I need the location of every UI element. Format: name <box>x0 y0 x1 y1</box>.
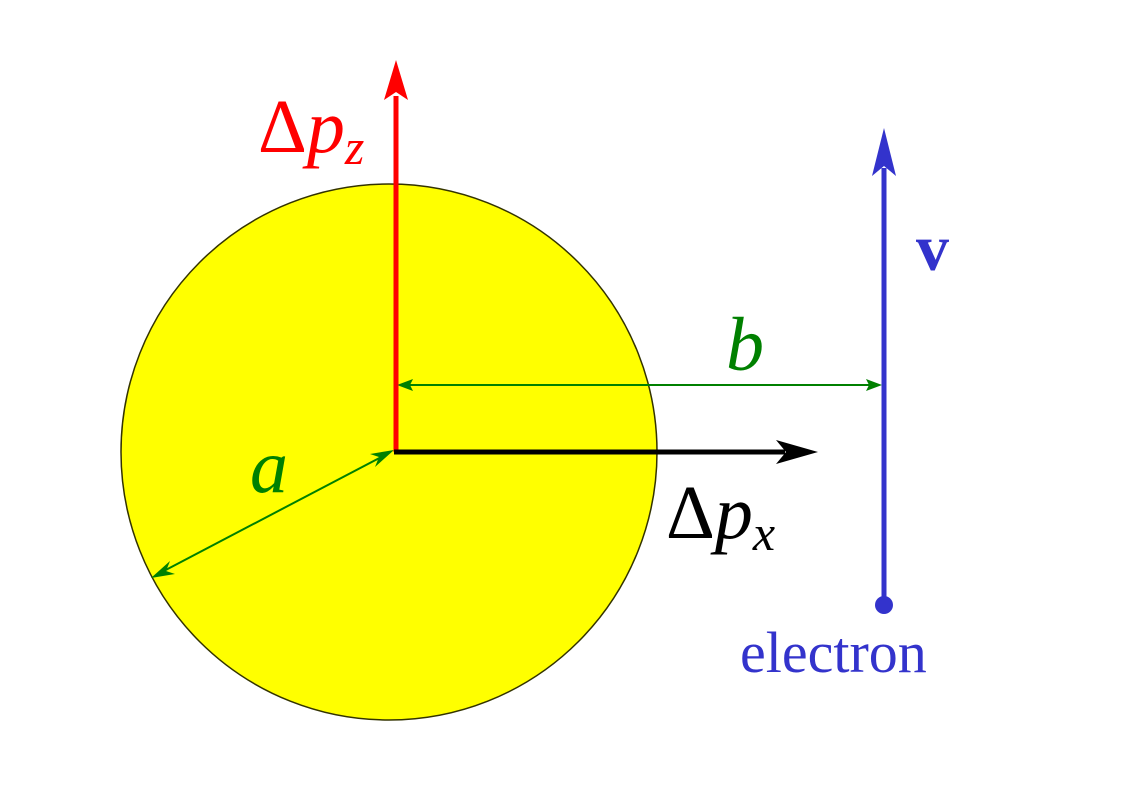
velocity-label: v <box>916 212 949 285</box>
delta-pz-arrow <box>384 60 408 452</box>
electron-dot <box>875 596 893 614</box>
electron-label: electron <box>740 620 927 685</box>
distance-b-arrow <box>397 379 882 391</box>
electron-velocity-arrow <box>872 128 896 603</box>
distance-b-label: b <box>726 303 764 387</box>
radius-a-arrow <box>151 450 394 578</box>
delta-pz-label: Δpz <box>258 85 364 175</box>
delta-px-arrow <box>394 440 818 464</box>
delta-px-label: Δpx <box>666 471 775 561</box>
radius-a-label: a <box>250 425 288 509</box>
